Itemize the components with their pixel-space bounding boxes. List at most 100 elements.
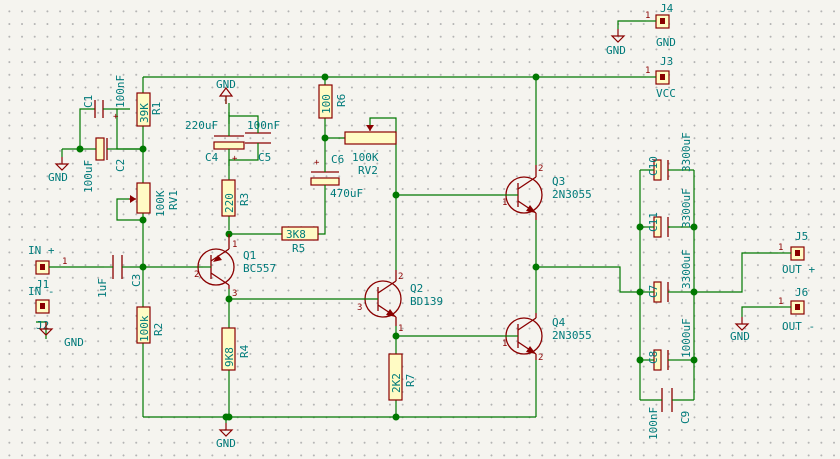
q1-pin-1: 1 <box>232 240 237 250</box>
resistor-r2[interactable]: 100k R2 <box>136 306 165 344</box>
potentiometer-rv2[interactable]: 100K RV2 <box>344 125 397 177</box>
j3-value: VCC <box>656 87 676 100</box>
capacitor-c3[interactable]: 1uF C3 <box>96 255 143 298</box>
c3-value: 1uF <box>96 278 109 298</box>
rv2-ref: RV2 <box>358 164 378 177</box>
r3-value: 220 <box>223 193 236 213</box>
c2-value: 100uF <box>82 160 95 193</box>
ground-symbol-c1: GND <box>48 156 69 184</box>
connector-j2[interactable]: IN - J2 <box>28 285 55 332</box>
capacitor-c10[interactable]: C10 3300uF <box>647 132 693 181</box>
connector-j6[interactable]: 1 J6 OUT - <box>778 286 815 333</box>
r6-ref: R6 <box>335 94 348 107</box>
c10-value: 3300uF <box>680 132 693 172</box>
j2-ref: J2 <box>36 319 49 332</box>
q4-ref: Q4 <box>552 316 566 329</box>
c9-ref: C9 <box>679 411 692 424</box>
c11-ref: C11 <box>647 212 660 232</box>
connector-j4[interactable]: 1 J4 GND <box>645 2 676 49</box>
q1-pin-3: 3 <box>232 289 237 299</box>
r5-value: 3K8 <box>286 228 306 241</box>
j3-pin: 1 <box>645 66 650 76</box>
c3-ref: C3 <box>130 274 143 287</box>
connector-j1[interactable]: 1 IN + J1 <box>28 244 70 291</box>
resistor-r5[interactable]: 3K8 R5 <box>281 226 319 255</box>
j1-value: IN + <box>28 244 55 257</box>
transistor-q3[interactable]: 1 2 Q3 2N3055 <box>502 164 592 220</box>
connector-j5[interactable]: 1 J5 OUT + <box>778 230 815 276</box>
capacitor-c6[interactable]: + C6 470uF <box>310 153 363 200</box>
r1-value: 39K <box>138 103 151 123</box>
capacitor-c9[interactable]: 100nF C9 <box>647 388 692 440</box>
c8-value: 1000uF <box>680 318 693 358</box>
c2-ref: C2 <box>114 159 127 172</box>
r3-ref: R3 <box>238 193 251 206</box>
capacitor-c5[interactable]: 100nF C5 <box>245 119 280 164</box>
transistor-q4[interactable]: 1 2 Q4 2N3055 <box>502 313 592 363</box>
c5-value: 100nF <box>247 119 280 132</box>
q2-pin-3: 3 <box>357 303 362 313</box>
c6-ref: C6 <box>331 153 344 166</box>
q3-ref: Q3 <box>552 175 565 188</box>
resistor-r6[interactable]: 100 R6 <box>318 84 348 119</box>
transistor-q1[interactable]: 2 1 3 Q1 BC557 <box>194 234 276 299</box>
j6-value: OUT - <box>782 320 815 333</box>
r4-value: 9K8 <box>223 347 236 367</box>
r7-value: 2K2 <box>390 373 403 393</box>
ground-symbol-j4: GND <box>606 28 626 57</box>
q2-pin-1: 1 <box>398 324 403 334</box>
c7-value: 3300uF <box>680 249 693 289</box>
q3-pin-2: 2 <box>538 164 543 174</box>
resistor-r3[interactable]: 220 R3 <box>221 179 251 217</box>
j4-pin: 1 <box>645 11 650 21</box>
c7-ref: C7 <box>647 285 660 298</box>
j5-pin: 1 <box>778 243 783 253</box>
connector-j3[interactable]: 1 J3 VCC <box>645 55 676 100</box>
capacitor-c8[interactable]: C8 1000uF <box>647 318 693 371</box>
capacitor-c7[interactable]: C7 3300uF <box>647 249 693 303</box>
c6-polarity: + <box>314 158 320 168</box>
rv2-value: 100K <box>352 151 379 164</box>
capacitor-c2[interactable]: + C2 100uF <box>82 112 127 193</box>
r7-ref: R7 <box>404 374 417 387</box>
capacitor-c4[interactable]: + 220uF C4 <box>185 119 245 164</box>
resistor-r7[interactable]: 2K2 R7 <box>388 353 417 401</box>
q1-value: BC557 <box>243 262 276 275</box>
capacitor-c11[interactable]: C11 3300uF <box>647 188 693 238</box>
c4-polarity: + <box>232 154 238 164</box>
ground-symbol-j2: GND <box>39 321 84 349</box>
q2-ref: Q2 <box>410 282 423 295</box>
r1-ref: R1 <box>150 102 163 115</box>
c6-value: 470uF <box>330 187 363 200</box>
j5-ref: J5 <box>795 230 808 243</box>
j6-pin: 1 <box>778 297 783 307</box>
junctions <box>76 73 698 421</box>
q4-pin-2: 2 <box>538 353 543 363</box>
j1-ref: J1 <box>36 278 49 291</box>
r2-value: 100k <box>138 315 151 342</box>
rv1-value: 100K <box>154 190 167 217</box>
c8-ref: C8 <box>647 351 660 364</box>
j1-pin: 1 <box>62 257 67 267</box>
q3-pin-1: 1 <box>502 198 507 208</box>
resistor-r1[interactable]: 39K R1 <box>136 92 163 127</box>
c11-value: 3300uF <box>680 188 693 228</box>
j3-ref: J3 <box>660 55 673 68</box>
transistor-q2[interactable]: 3 2 1 Q2 BD139 <box>356 270 443 334</box>
resistor-r4[interactable]: 9K8 R4 <box>221 327 251 371</box>
c10-ref: C10 <box>647 156 660 176</box>
r6-value: 100 <box>320 94 333 114</box>
q4-pin-1: 1 <box>502 339 507 349</box>
j4-ref: J4 <box>660 2 674 15</box>
capacitor-c1[interactable]: C1 100nF <box>82 75 127 118</box>
q2-value: BD139 <box>410 295 443 308</box>
ground-label: GND <box>730 330 750 343</box>
potentiometer-rv1[interactable]: 100K RV1 <box>129 182 180 217</box>
c2-polarity: + <box>113 112 119 122</box>
c5-ref: C5 <box>258 151 271 164</box>
ground-symbol-bottom: GND <box>216 422 236 450</box>
ground-symbol-c4: GND <box>216 78 236 104</box>
ground-label: GND <box>606 44 626 57</box>
